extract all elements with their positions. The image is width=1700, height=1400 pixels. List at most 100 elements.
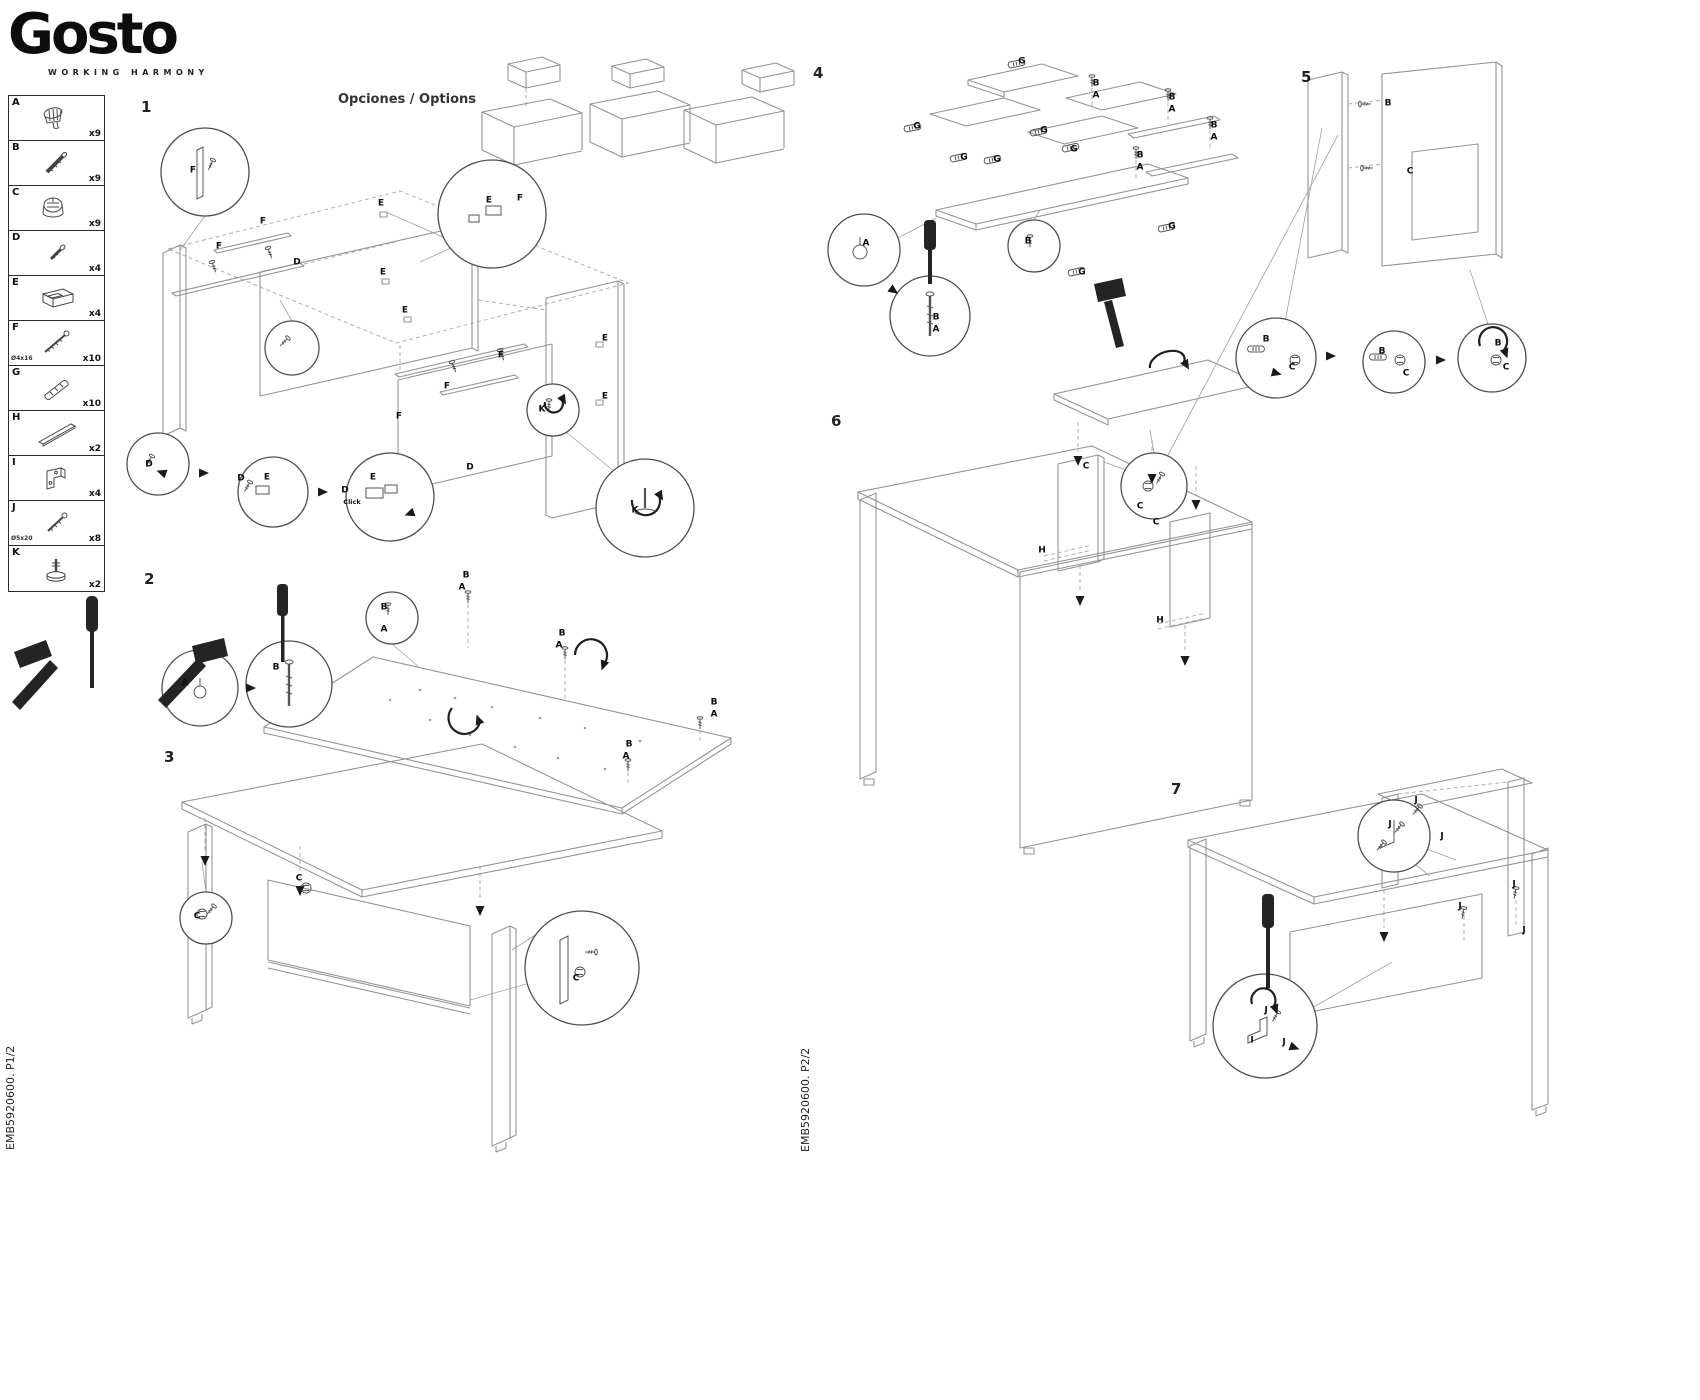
callout-label: G xyxy=(993,154,1001,165)
callout-label: K xyxy=(631,505,639,516)
part-id: I xyxy=(12,457,16,468)
black-elements xyxy=(12,220,1446,1054)
step2-hammer-icon xyxy=(158,638,228,708)
part-row-f: F Ø4x16 x10 xyxy=(9,321,104,366)
step7-screwdriver-icon xyxy=(1262,894,1274,988)
part-id: F xyxy=(12,322,19,333)
callout-label: A xyxy=(1168,104,1176,115)
callout-label: F xyxy=(395,411,403,422)
callout-label: A xyxy=(1210,132,1218,143)
callout-label: B xyxy=(272,662,280,673)
detail-contents xyxy=(143,58,1520,1044)
callout-label: C xyxy=(193,911,201,922)
callout-label: D xyxy=(145,459,153,470)
part-qty: x9 xyxy=(88,219,101,229)
callout-label: C xyxy=(572,973,580,984)
step-4-number: 4 xyxy=(813,64,824,82)
callout-label: A xyxy=(710,709,718,720)
part-row-j: J Ø5x20 x8 xyxy=(9,501,104,546)
callout-label: B xyxy=(710,697,718,708)
callout-label: B xyxy=(625,739,633,750)
part-qty: x4 xyxy=(88,264,101,274)
step3-desk xyxy=(181,743,663,1153)
option-desk-2 xyxy=(589,58,691,158)
callout-label: B xyxy=(558,628,566,639)
part-size: Ø5x20 xyxy=(11,535,33,542)
part-id: H xyxy=(12,412,21,423)
rotation-arrowheads xyxy=(472,347,1512,1016)
step4-screwdriver-icon xyxy=(924,220,936,284)
part-qty: x4 xyxy=(88,489,101,499)
callout-label: J xyxy=(1264,1005,1268,1016)
brand-tagline: WORKING HARMONY xyxy=(48,68,209,77)
callout-label: A xyxy=(1136,162,1144,173)
callout-label: F xyxy=(189,165,197,176)
callout-label: F xyxy=(443,381,451,392)
callout-label: A xyxy=(932,324,940,335)
callout-label: B xyxy=(1092,78,1100,89)
callout-label: I xyxy=(1250,1035,1254,1046)
options-label: Opciones / Options xyxy=(338,92,477,107)
callout-label: B xyxy=(1384,98,1392,109)
step-3-number: 3 xyxy=(164,748,175,766)
peg-icon xyxy=(49,244,65,261)
callout-label: C xyxy=(295,873,303,884)
part-id: D xyxy=(12,232,21,243)
callout-label: J xyxy=(1414,795,1418,806)
callout-label: J xyxy=(1440,831,1444,842)
parts-list: A x9 B x9 C x9 D x4 E x4 F Ø4x16 x10 xyxy=(8,95,105,592)
bolt-icon xyxy=(45,151,67,174)
step-5-number: 5 xyxy=(1301,68,1312,86)
part-id: K xyxy=(12,547,20,558)
callout-label: J xyxy=(1458,901,1462,912)
callout-label: C xyxy=(1402,368,1410,379)
screw-j-icon xyxy=(46,512,67,532)
callout-label: A xyxy=(1092,90,1100,101)
callout-label: B xyxy=(1494,338,1502,349)
part-qty: x10 xyxy=(82,399,101,409)
callout-label: J xyxy=(1522,925,1526,936)
callout-label: B xyxy=(1136,150,1144,161)
callout-label: K xyxy=(538,404,546,415)
callout-label: J xyxy=(1282,1037,1286,1048)
part-qty: x9 xyxy=(88,174,101,184)
callout-label: E xyxy=(485,195,493,206)
corner-bracket-icon xyxy=(46,467,65,490)
step7-desk xyxy=(1187,768,1549,1117)
callout-label: D xyxy=(466,462,474,473)
callout-label: J xyxy=(1388,819,1392,830)
hammer-icon xyxy=(12,640,58,710)
part-id: G xyxy=(12,367,21,378)
part-row-c: C x9 xyxy=(9,186,104,231)
callout-label: D xyxy=(237,473,245,484)
callout-label: G xyxy=(1078,267,1086,278)
leveler-foot-icon xyxy=(46,558,65,582)
callout-label: C xyxy=(1136,501,1144,512)
callout-label: G xyxy=(960,152,968,163)
cam-knob-icon xyxy=(43,107,62,129)
callout-label: C xyxy=(1152,517,1160,528)
callout-label: D xyxy=(341,485,349,496)
callout-label: B xyxy=(1168,92,1176,103)
callout-label: E xyxy=(601,391,609,402)
part-row-h: H x2 xyxy=(9,411,104,456)
callout-label: C xyxy=(1082,461,1090,472)
callout-label: E xyxy=(369,472,377,483)
rotation-arrows xyxy=(447,326,1509,1007)
callout-label: A xyxy=(622,751,630,762)
callout-label: F xyxy=(259,216,267,227)
callout-label: G xyxy=(913,121,921,132)
callout-label: A xyxy=(862,238,870,249)
part-id: A xyxy=(12,97,20,108)
callout-label: A xyxy=(380,624,388,635)
part-id: E xyxy=(12,277,19,288)
callout-label: G xyxy=(1018,56,1026,67)
part-id: J xyxy=(12,502,16,513)
callout-label: F xyxy=(497,350,505,361)
part-row-e: E x4 xyxy=(9,276,104,321)
callout-label: E xyxy=(401,305,409,316)
option-desk-3 xyxy=(683,62,795,164)
part-qty: x8 xyxy=(88,534,101,544)
step5-panels xyxy=(1307,61,1503,267)
